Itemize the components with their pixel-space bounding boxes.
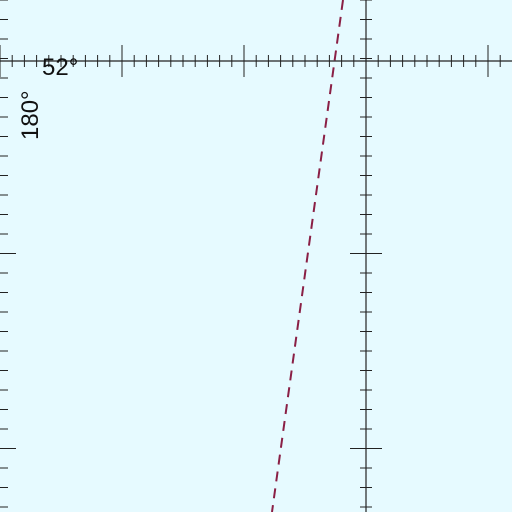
dashed-boundary-line bbox=[271, 0, 344, 512]
latitude-label: 52° bbox=[42, 54, 78, 81]
lon-line-ticks bbox=[350, 0, 382, 508]
lat-line-ticks bbox=[0, 45, 501, 77]
left-edge-ticks bbox=[0, 0, 16, 508]
longitude-label: 180° bbox=[17, 90, 44, 140]
